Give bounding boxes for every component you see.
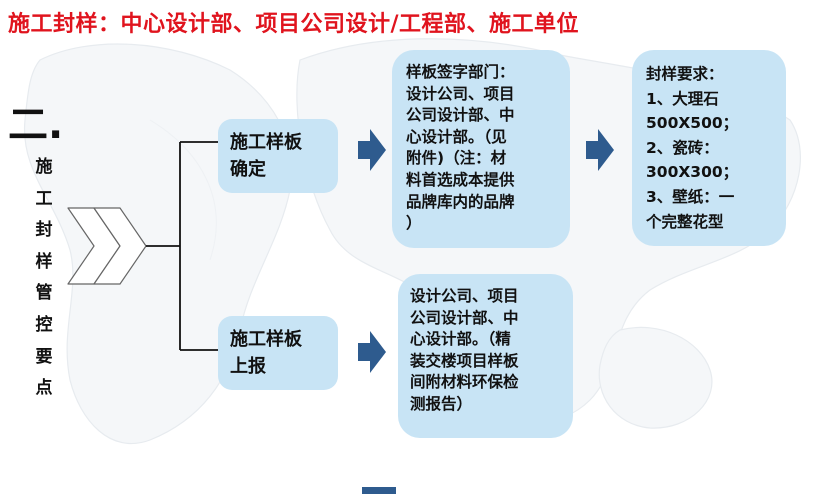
box-line: 2、瓷砖： (646, 138, 719, 157)
box-line: 公司设计部、中 (410, 308, 519, 327)
box-line: 300X300； (646, 163, 739, 182)
box-line: 附件)（注：材 (406, 149, 507, 168)
section-number: 二. (8, 102, 64, 148)
box-sealing-requirements: 封样要求： 1、大理石 500X500； 2、瓷砖： 300X300； 3、壁纸… (632, 50, 786, 246)
box-line: 设计公司、项目 (410, 287, 519, 305)
box-line: 测报告） (410, 394, 473, 413)
box-line: 心设计部。（见 (406, 127, 507, 146)
box-line: ） (406, 214, 422, 233)
box-sample-report: 施工样板 上报 (218, 316, 338, 390)
box-line: 确定 (230, 159, 266, 180)
box-line: 上报 (230, 356, 266, 377)
box-line: 料首选成本提供 (406, 170, 515, 189)
box-line: 设计公司、项目 (406, 84, 515, 103)
box-line: 1、大理石 (646, 89, 719, 108)
box-report-departments: 设计公司、项目 公司设计部、中 心设计部。（精 装交楼项目样板 间附材料环保检 … (398, 274, 573, 438)
box-line: 封样要求： (646, 65, 724, 83)
box-line: 施工样板 (230, 132, 302, 153)
box-line: 个完整花型 (646, 212, 724, 231)
box-line: 3、壁纸：一 (646, 187, 735, 206)
box-line: 公司设计部、中 (406, 106, 515, 125)
box-sign-departments: 样板签字部门： 设计公司、项目 公司设计部、中 心设计部。（见 附件)（注：材 … (392, 50, 570, 248)
box-line: 间附材料环保检 (410, 373, 519, 392)
box-line: 施工样板 (230, 329, 302, 350)
box-line: 样板签字部门： (406, 63, 515, 81)
box-sample-confirm: 施工样板 确定 (218, 119, 338, 193)
page-title: 施工封样：中心设计部、项目公司设计/工程部、施工单位 (8, 12, 580, 37)
box-line: 心设计部。（精 (410, 330, 511, 349)
box-line: 品牌库内的品牌 (406, 192, 515, 211)
box-line: 装交楼项目样板 (410, 351, 519, 370)
box-line: 500X500； (646, 114, 739, 133)
side-title-vertical: 施工封样管控要点 (35, 157, 53, 399)
